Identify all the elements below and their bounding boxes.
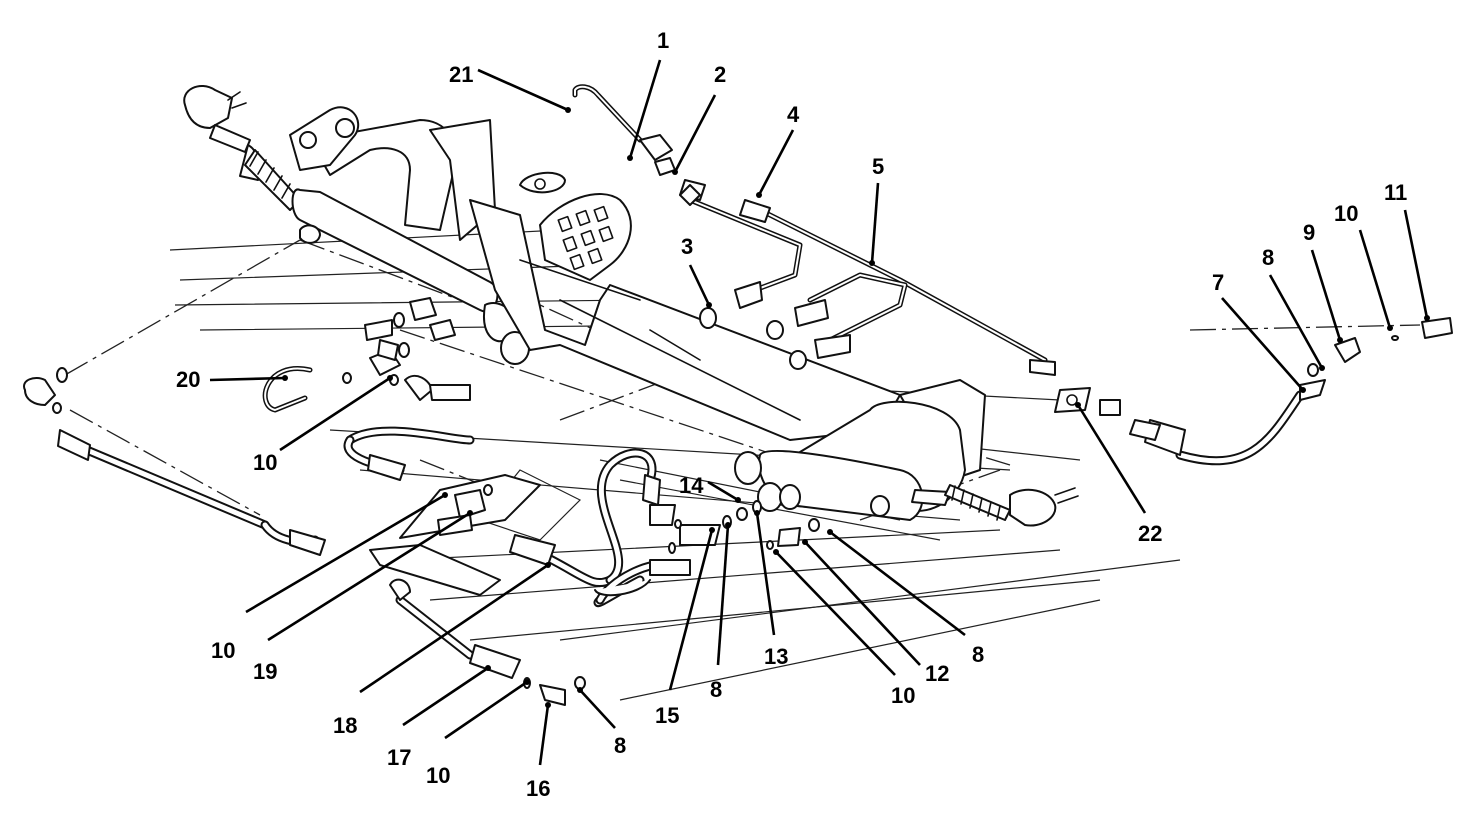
callout-1: 1 <box>657 28 669 53</box>
callout-15: 15 <box>655 703 679 728</box>
callout-8: 8 <box>710 677 722 702</box>
callout-8: 8 <box>1262 245 1274 270</box>
callout-19: 19 <box>253 659 277 684</box>
callout-7: 7 <box>1212 270 1224 295</box>
callout-20: 20 <box>176 367 200 392</box>
callout-18: 18 <box>333 713 357 738</box>
hose-fittings <box>23 374 1326 679</box>
adapters-and-nuts <box>364 134 1453 706</box>
callout-21: 21 <box>449 62 473 87</box>
callout-8: 8 <box>614 733 626 758</box>
callout-10: 10 <box>211 638 235 663</box>
callout-3: 3 <box>681 234 693 259</box>
callout-10: 10 <box>1334 201 1358 226</box>
callout-5: 5 <box>872 154 884 179</box>
callout-10: 10 <box>253 450 277 475</box>
callout-22: 22 <box>1138 521 1162 546</box>
callout-17: 17 <box>387 745 411 770</box>
hoses <box>70 390 1305 660</box>
callout-10: 10 <box>891 683 915 708</box>
callout-14: 14 <box>679 473 704 498</box>
mounting-plate-holes <box>557 205 614 271</box>
callout-10: 10 <box>426 763 450 788</box>
callout-13: 13 <box>764 644 788 669</box>
right-steering-cylinder <box>734 379 1079 527</box>
steel-tubes <box>262 84 1048 413</box>
callout-11: 11 <box>1384 180 1407 205</box>
callout-2: 2 <box>714 62 726 87</box>
frame-outline <box>169 229 1181 701</box>
leader-lines <box>209 59 1430 766</box>
callout-8: 8 <box>972 642 984 667</box>
callout-9: 9 <box>1303 220 1315 245</box>
callout-12: 12 <box>925 661 949 686</box>
crossmember-bracket <box>469 171 901 441</box>
callout-4: 4 <box>787 102 800 127</box>
callout-labels: 1 2 3 4 5 7 8 9 10 11 21 20 10 22 14 10 … <box>176 28 1407 801</box>
callout-16: 16 <box>526 776 550 801</box>
